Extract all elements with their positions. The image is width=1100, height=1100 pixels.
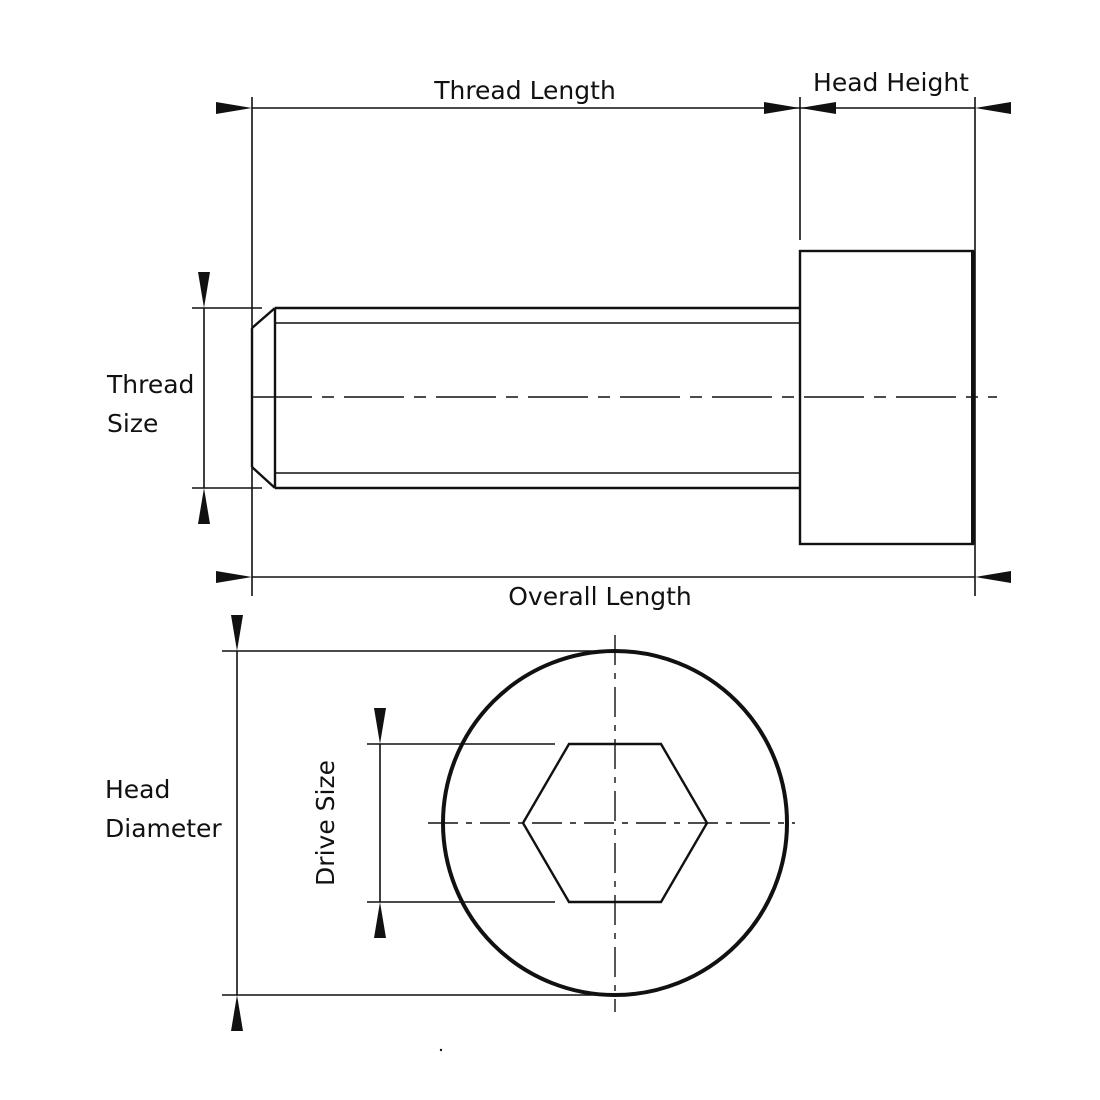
stray-dot (439, 1048, 443, 1052)
thread-size-label-line2: Size (107, 409, 158, 438)
head-height-label: Head Height (813, 68, 969, 97)
thread-size-label-line1: Thread (106, 370, 194, 399)
drive-size-label: Drive Size (311, 760, 340, 886)
head-diameter-label-line1: Head (105, 775, 170, 804)
screw-shank (250, 306, 800, 490)
overall-length-label: Overall Length (508, 582, 692, 611)
head-diameter-label-line2: Diameter (105, 814, 222, 843)
thread-length-label: Thread Length (433, 76, 616, 105)
end-view: Head Diameter Drive Size (105, 615, 795, 1031)
side-view: Thread Length Head Height Thread Size Ov… (106, 68, 1011, 611)
